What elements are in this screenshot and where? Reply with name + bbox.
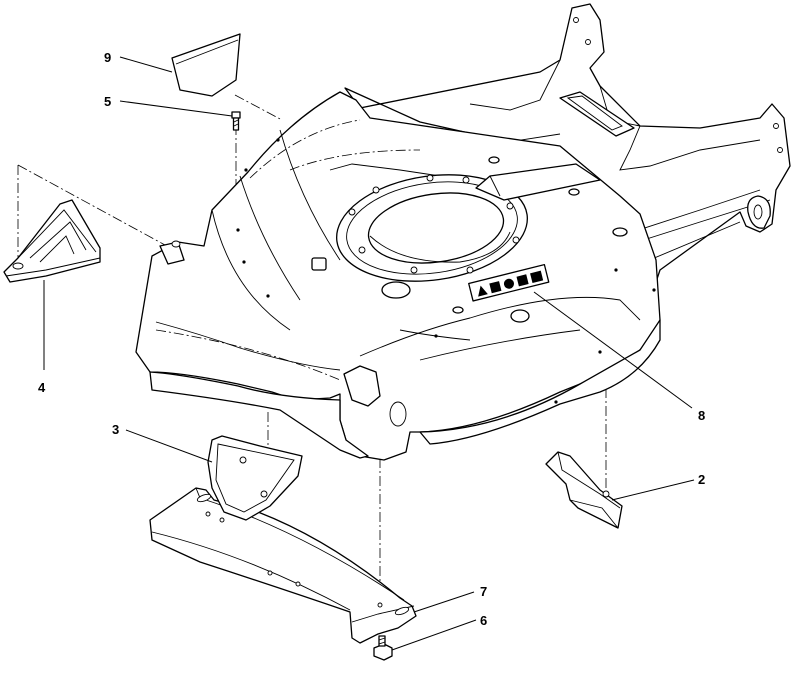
callout-9: 9 <box>104 50 111 65</box>
callout-2: 2 <box>698 472 705 487</box>
callout-4: 4 <box>38 380 46 395</box>
callouts: 9 5 4 3 8 2 7 6 <box>38 50 705 628</box>
part-warning-decal <box>468 263 550 302</box>
callout-6: 6 <box>480 613 487 628</box>
part-right-bracket <box>545 451 623 529</box>
callout-3: 3 <box>112 422 119 437</box>
callout-8: 8 <box>698 408 705 423</box>
fingers-icon <box>516 274 529 287</box>
warning-triangle-icon <box>478 285 488 297</box>
part-mower-deck <box>135 3 791 461</box>
hand-icon <box>489 281 502 294</box>
part-skirt-plate <box>149 487 417 644</box>
part-center-baffle <box>207 435 303 521</box>
part-left-baffle <box>3 199 101 283</box>
blade-icon <box>503 278 514 289</box>
leader-lines <box>43 56 695 651</box>
callout-5: 5 <box>104 94 111 109</box>
callout-7: 7 <box>480 584 487 599</box>
part-screw-5 <box>231 111 241 131</box>
part-shield-9 <box>171 33 241 97</box>
part-bolt-6 <box>373 635 393 661</box>
manual-icon <box>530 270 544 284</box>
